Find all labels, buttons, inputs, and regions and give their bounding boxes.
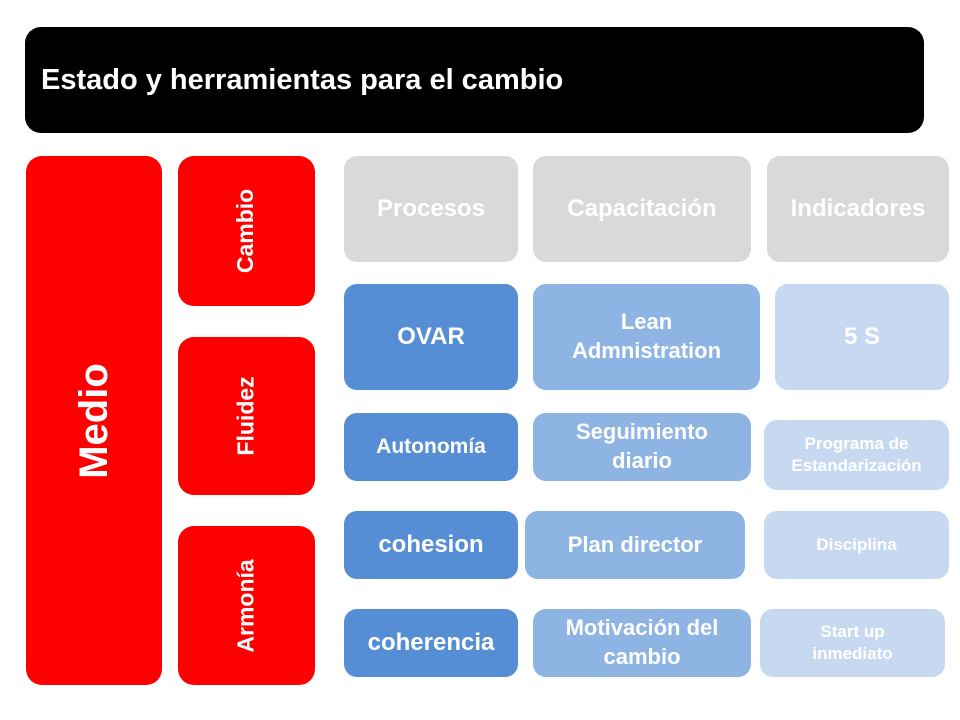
level-box: Medio — [26, 156, 162, 685]
dimension-label: Armonía — [232, 558, 259, 653]
cell-capacitacion-3: Plan director — [525, 511, 745, 579]
cell-procesos-4: coherencia — [344, 609, 518, 677]
dimension-armonia: Armonía — [178, 526, 315, 685]
dimension-cambio: Cambio — [178, 156, 315, 306]
dimension-fluidez: Fluidez — [178, 337, 315, 495]
level-label: Medio — [71, 362, 116, 479]
header-capacitacion: Capacitación — [533, 156, 751, 262]
cell-indicadores-2: Programa de Estandarización — [764, 420, 949, 490]
slide-title: Estado y herramientas para el cambio — [25, 27, 924, 133]
cell-capacitacion-2: Seguimiento diario — [533, 413, 751, 481]
cell-indicadores-1: 5 S — [775, 284, 949, 390]
dimension-label: Fluidez — [232, 376, 259, 456]
header-indicadores: Indicadores — [767, 156, 949, 262]
cell-procesos-3: cohesion — [344, 511, 518, 579]
cell-procesos-1: OVAR — [344, 284, 518, 390]
cell-indicadores-3: Disciplina — [764, 511, 949, 579]
header-procesos: Procesos — [344, 156, 518, 262]
cell-procesos-2: Autonomía — [344, 413, 518, 481]
dimension-label: Cambio — [232, 188, 259, 274]
cell-indicadores-4: Start up inmediato — [760, 609, 945, 677]
cell-capacitacion-4: Motivación del cambio — [533, 609, 751, 677]
cell-capacitacion-1: Lean Admnistration — [533, 284, 760, 390]
